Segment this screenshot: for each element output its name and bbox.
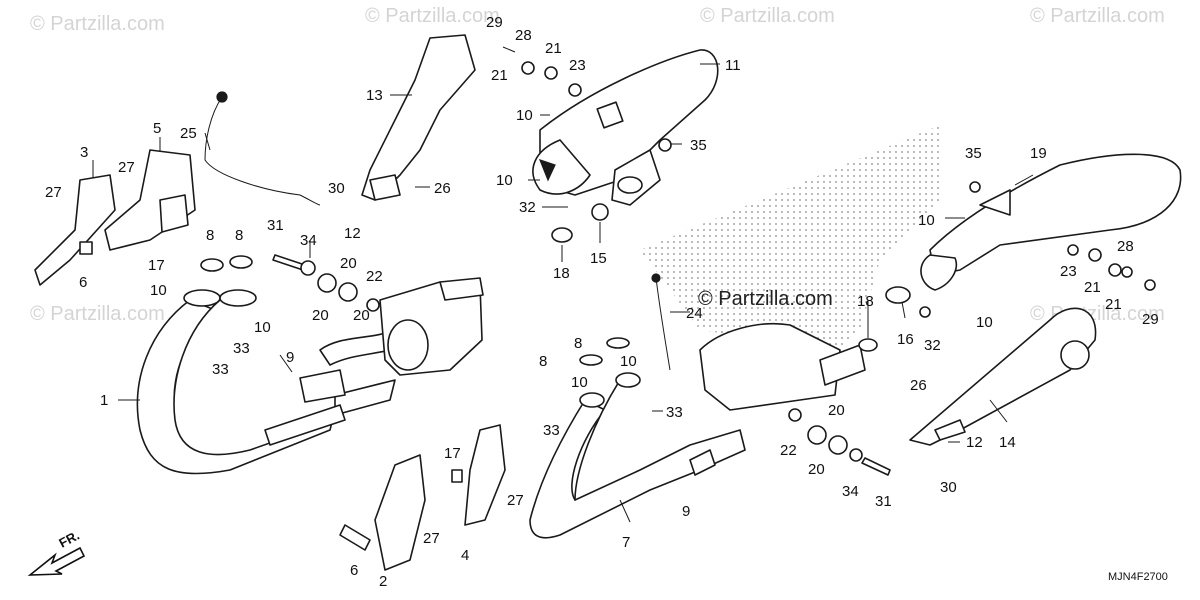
callout-number: 14 bbox=[999, 434, 1016, 451]
callout-number: 6 bbox=[79, 274, 87, 291]
callout-number: 6 bbox=[350, 562, 358, 579]
callout-number: 10 bbox=[496, 172, 513, 189]
callout-number: 28 bbox=[1117, 238, 1134, 255]
watermark-layer: © Partzilla.com © Partzilla.com © Partzi… bbox=[30, 5, 1165, 325]
callout-labels: 29 28 21 23 21 11 13 10 35 10 26 30 12 3… bbox=[45, 14, 1159, 590]
callout-number: 17 bbox=[444, 445, 461, 462]
callout-number: 29 bbox=[1142, 311, 1159, 328]
callout-number: 31 bbox=[267, 217, 284, 234]
callout-number: 17 bbox=[148, 257, 165, 274]
callout-number: 16 bbox=[897, 331, 914, 348]
callout-number: 31 bbox=[875, 493, 892, 510]
callout-number: 25 bbox=[180, 125, 197, 142]
callout-number: 32 bbox=[924, 337, 941, 354]
watermark-text: © Partzilla.com bbox=[30, 303, 165, 325]
callout-number: 10 bbox=[918, 212, 935, 229]
callout-number: 10 bbox=[254, 319, 271, 336]
callout-number: 26 bbox=[434, 180, 451, 197]
callout-number: 9 bbox=[682, 503, 690, 520]
callout-number: 21 bbox=[491, 67, 508, 84]
callout-number: 22 bbox=[366, 268, 383, 285]
callout-number: 18 bbox=[553, 265, 570, 282]
callout-number: 34 bbox=[300, 232, 317, 249]
callout-number: 20 bbox=[808, 461, 825, 478]
callout-number: 35 bbox=[690, 137, 707, 154]
callout-number: 22 bbox=[780, 442, 797, 459]
callout-number: 27 bbox=[118, 159, 135, 176]
callout-number: 34 bbox=[842, 483, 859, 500]
callout-number: 33 bbox=[666, 404, 683, 421]
callout-number: 35 bbox=[965, 145, 982, 162]
callout-number: 26 bbox=[910, 377, 927, 394]
callout-number: 4 bbox=[461, 547, 469, 564]
callout-number: 27 bbox=[45, 184, 62, 201]
callout-number: 21 bbox=[1105, 296, 1122, 313]
callout-number: 8 bbox=[574, 335, 582, 352]
callout-number: 15 bbox=[590, 250, 607, 267]
callout-number: 32 bbox=[519, 199, 536, 216]
watermark-text: © Partzilla.com bbox=[700, 5, 835, 27]
callout-number: 20 bbox=[340, 255, 357, 272]
leader-lines bbox=[92, 46, 1034, 523]
callout-number: 3 bbox=[80, 144, 88, 161]
callout-number: 27 bbox=[423, 530, 440, 547]
callout-number: 21 bbox=[1084, 279, 1101, 296]
watermark-text: © Partzilla.com bbox=[1030, 5, 1165, 27]
callout-number: 1 bbox=[100, 392, 108, 409]
callout-number: 13 bbox=[366, 87, 383, 104]
watermark-text: © Partzilla.com bbox=[365, 5, 500, 27]
callout-number: 2 bbox=[379, 573, 387, 590]
wing-logo-watermark bbox=[640, 125, 940, 350]
callout-number: 23 bbox=[1060, 263, 1077, 280]
part-shapes-right bbox=[529, 153, 1182, 539]
callout-number: 12 bbox=[966, 434, 983, 451]
watermark-text: © Partzilla.com bbox=[30, 13, 165, 35]
callout-number: 33 bbox=[233, 340, 250, 357]
callout-number: 30 bbox=[328, 180, 345, 197]
callout-number: 21 bbox=[545, 40, 562, 57]
callout-number: 10 bbox=[516, 107, 533, 124]
diagram-code: MJN4F2700 bbox=[1108, 571, 1168, 583]
callout-number: 8 bbox=[235, 227, 243, 244]
callout-number: 23 bbox=[569, 57, 586, 74]
callout-number: 11 bbox=[725, 57, 741, 74]
callout-number: 7 bbox=[622, 534, 630, 551]
callout-number: 28 bbox=[515, 27, 532, 44]
callout-number: 33 bbox=[212, 361, 229, 378]
watermark-text-center: © Partzilla.com bbox=[698, 288, 833, 310]
callout-number: 29 bbox=[486, 14, 503, 31]
callout-number: 18 bbox=[857, 293, 874, 310]
callout-number: 5 bbox=[153, 120, 161, 137]
callout-number: 20 bbox=[312, 307, 329, 324]
callout-number: 27 bbox=[507, 492, 524, 509]
callout-number: 33 bbox=[543, 422, 560, 439]
part-shapes-left bbox=[34, 34, 506, 571]
part-shapes-top-muffler bbox=[521, 49, 719, 243]
front-direction-arrow-icon bbox=[27, 546, 86, 576]
callout-number: 30 bbox=[940, 479, 957, 496]
callout-number: 10 bbox=[571, 374, 588, 391]
callout-number: 24 bbox=[686, 305, 703, 322]
callout-number: 8 bbox=[206, 227, 214, 244]
front-label: FR. bbox=[56, 528, 82, 551]
callout-number: 9 bbox=[286, 349, 294, 366]
callout-number: 19 bbox=[1030, 145, 1047, 162]
callout-number: 20 bbox=[353, 307, 370, 324]
callout-number: 12 bbox=[344, 225, 361, 242]
callout-number: 10 bbox=[620, 353, 637, 370]
callout-number: 10 bbox=[976, 314, 993, 331]
callout-number: 8 bbox=[539, 353, 547, 370]
callout-number: 20 bbox=[828, 402, 845, 419]
callout-number: 10 bbox=[150, 282, 167, 299]
